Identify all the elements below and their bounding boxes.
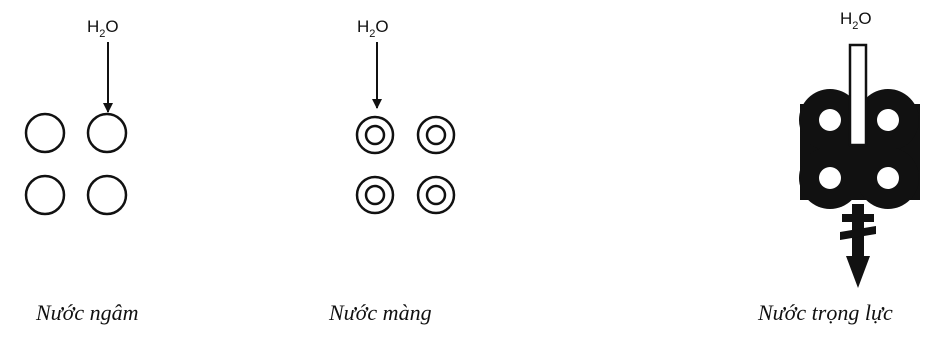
panel-nuoc-mang: H2O xyxy=(355,17,456,215)
h2o-label-trong-luc: H2O xyxy=(840,9,872,32)
caption-nuoc-ngam: Nước ngâm xyxy=(36,300,139,325)
soil-particle-core xyxy=(877,109,899,131)
panel-nuoc-ngam: H2O xyxy=(24,17,128,216)
drainage-arrow xyxy=(840,204,876,288)
soil-particle-core xyxy=(819,109,841,131)
caption-nuoc-trong-luc: Nước trọng lực xyxy=(758,300,893,325)
film-coated-particle xyxy=(416,115,456,155)
soil-particle xyxy=(24,174,66,216)
caption-nuoc-mang: Nước màng xyxy=(329,300,432,325)
soil-particle-core xyxy=(877,167,899,189)
soil-particle xyxy=(24,112,66,154)
h2o-label-mang: H2O xyxy=(357,17,389,40)
h2o-label-ngam: H2O xyxy=(87,17,119,40)
panel-nuoc-trong-luc: H2O xyxy=(799,9,920,288)
soil-particle xyxy=(86,112,128,154)
film-coated-particle xyxy=(355,175,395,215)
film-coated-particle xyxy=(416,175,456,215)
water-inflow-tube xyxy=(848,43,868,147)
soil-particle-core xyxy=(819,167,841,189)
soil-particle xyxy=(86,174,128,216)
film-coated-particle xyxy=(355,115,395,155)
